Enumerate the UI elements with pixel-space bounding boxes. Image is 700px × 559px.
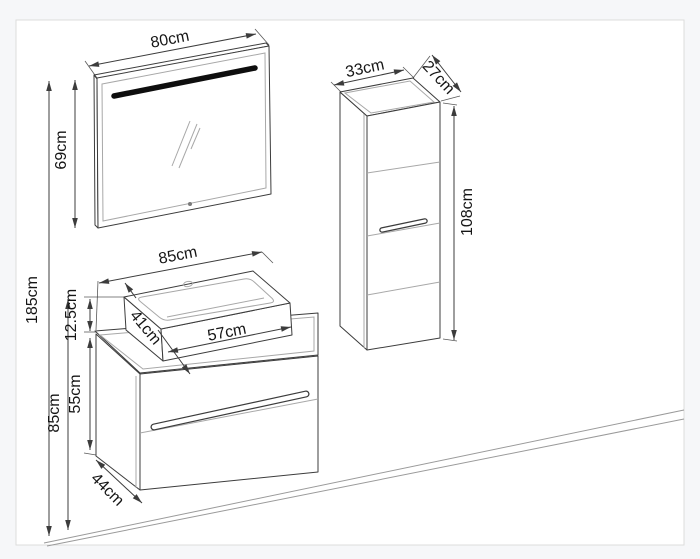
- dim-sink-height: 12.5cm: [63, 289, 96, 341]
- cabinet-left-face: [339, 91, 368, 351]
- dim-vanity-height-label: 55cm: [67, 374, 84, 413]
- dim-mirror-height: 69cm: [53, 80, 78, 228]
- dim-total-height-label: 185cm: [24, 276, 41, 324]
- dim-cabinet-height: 108cm: [442, 102, 476, 342]
- dim-sink-top-height-label: 85cm: [46, 393, 63, 432]
- dim-sink-top-height: 85cm: [46, 296, 124, 530]
- dim-cabinet-height-label: 108cm: [459, 188, 476, 236]
- dim-mirror-height-label: 69cm: [53, 130, 70, 169]
- vanity-unit: [94, 312, 319, 491]
- drawer-division: [139, 398, 319, 434]
- dim-sink-height-label: 12.5cm: [63, 289, 80, 341]
- mirror-shine-marks: [171, 120, 201, 169]
- led-light-strip: [111, 65, 258, 99]
- dim-vanity-height: 55cm: [67, 338, 97, 456]
- basin-floor-edge: [166, 297, 265, 318]
- dim-total-height: 185cm: [24, 81, 52, 536]
- touch-sensor-dot: [188, 202, 192, 206]
- vanity-front-face: [139, 355, 319, 491]
- tall-side-cabinet: [339, 77, 441, 351]
- cabinet-panel-divisions: [366, 161, 441, 296]
- floor-line: [43, 409, 685, 547]
